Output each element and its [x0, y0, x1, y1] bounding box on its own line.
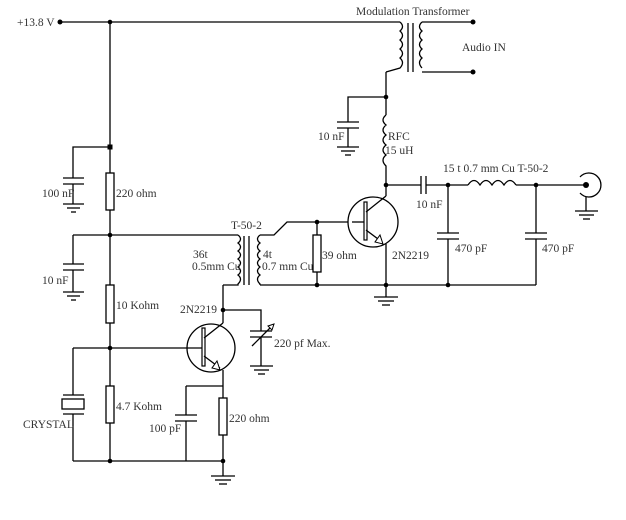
capacitor-10nf-coupling: 10 nF [416, 176, 443, 211]
resistor-220-ohm-emitter: 220 ohm [218, 386, 270, 461]
ground-icon [374, 285, 398, 306]
capacitor-label: 470 pF [455, 243, 487, 255]
capacitor-label: 100 pF [149, 423, 181, 435]
audio-in-label: Audio IN [462, 42, 506, 54]
supply-voltage-label: +13.8 V [17, 17, 55, 29]
resistor-10k: 10 Kohm [105, 235, 159, 386]
resistor-label: 220 ohm [229, 413, 270, 425]
modulation-transformer-label: Modulation Transformer [356, 6, 470, 18]
capacitor-100pf: 100 pF [149, 386, 197, 461]
capacitor-label: 10 nF [318, 131, 345, 143]
filter-inductor: 15 t 0.7 mm Cu T-50-2 [443, 163, 549, 187]
primary-wire-label: 0.5mm Cu [192, 261, 241, 273]
ground-icon [575, 210, 598, 220]
rfc-inductor: RFC 15 uH [382, 114, 413, 185]
primary-turns-label: 36t [193, 249, 209, 261]
resistor-label: 4.7 Kohm [116, 401, 162, 413]
transistor-label: 2N2219 [392, 250, 429, 262]
transistor-q1: 2N2219 [180, 304, 236, 386]
resistor-label: 220 ohm [116, 188, 157, 200]
ground-icon [337, 146, 359, 156]
toroid-transformer: T-50-2 36t 0.5mm Cu 4t 0.7 mm Cu [192, 220, 314, 286]
ground-icon [250, 365, 273, 375]
audio-in-terminal[interactable] [470, 19, 476, 25]
capacitor-10nf-rfc: 10 nF [318, 96, 386, 156]
trimmer-label: 220 pf Max. [274, 338, 331, 350]
rfc-label: RFC [388, 131, 410, 143]
rfc-value-label: 15 uH [385, 145, 413, 157]
crystal: CRYSTAL [23, 348, 85, 461]
transistor-label: 2N2219 [180, 304, 217, 316]
secondary-turns-label: 4t [263, 249, 273, 261]
coax-connector-icon[interactable] [575, 172, 602, 220]
resistor-label: 10 Kohm [116, 300, 159, 312]
ground-icon [63, 291, 84, 301]
crystal-label: CRYSTAL [23, 419, 74, 431]
capacitor-label: 10 nF [42, 275, 69, 287]
resistor-label: 39 ohm [322, 250, 357, 262]
capacitor-100nf: 100 nF [42, 146, 110, 213]
resistor-39-ohm: 39 ohm [312, 219, 357, 288]
secondary-wire-label: 0.7 mm Cu [262, 261, 314, 273]
ground-icon [63, 203, 84, 213]
modulation-transformer: Modulation Transformer Audio IN [356, 6, 506, 75]
transistor-q2: 2N2219 [347, 185, 429, 285]
toroid-label: T-50-2 [231, 220, 262, 232]
capacitor-470pf-2: 470 pF [525, 185, 574, 285]
capacitor-10nf-bias: 10 nF [42, 235, 84, 301]
ground-icon [211, 461, 235, 485]
resistor-220-ohm-supply: 220 ohm [105, 172, 157, 236]
resistor-4k7: 4.7 Kohm [105, 385, 162, 461]
trimmer-capacitor: 220 pf Max. [223, 309, 331, 375]
capacitor-label: 100 nF [42, 188, 74, 200]
audio-in-terminal[interactable] [470, 69, 476, 75]
capacitor-label: 10 nF [416, 199, 443, 211]
supply-rail: +13.8 V [17, 17, 400, 29]
capacitor-label: 470 pF [542, 243, 574, 255]
capacitor-470pf-1: 470 pF [437, 185, 487, 285]
inductor-label: 15 t 0.7 mm Cu T-50-2 [443, 163, 549, 175]
